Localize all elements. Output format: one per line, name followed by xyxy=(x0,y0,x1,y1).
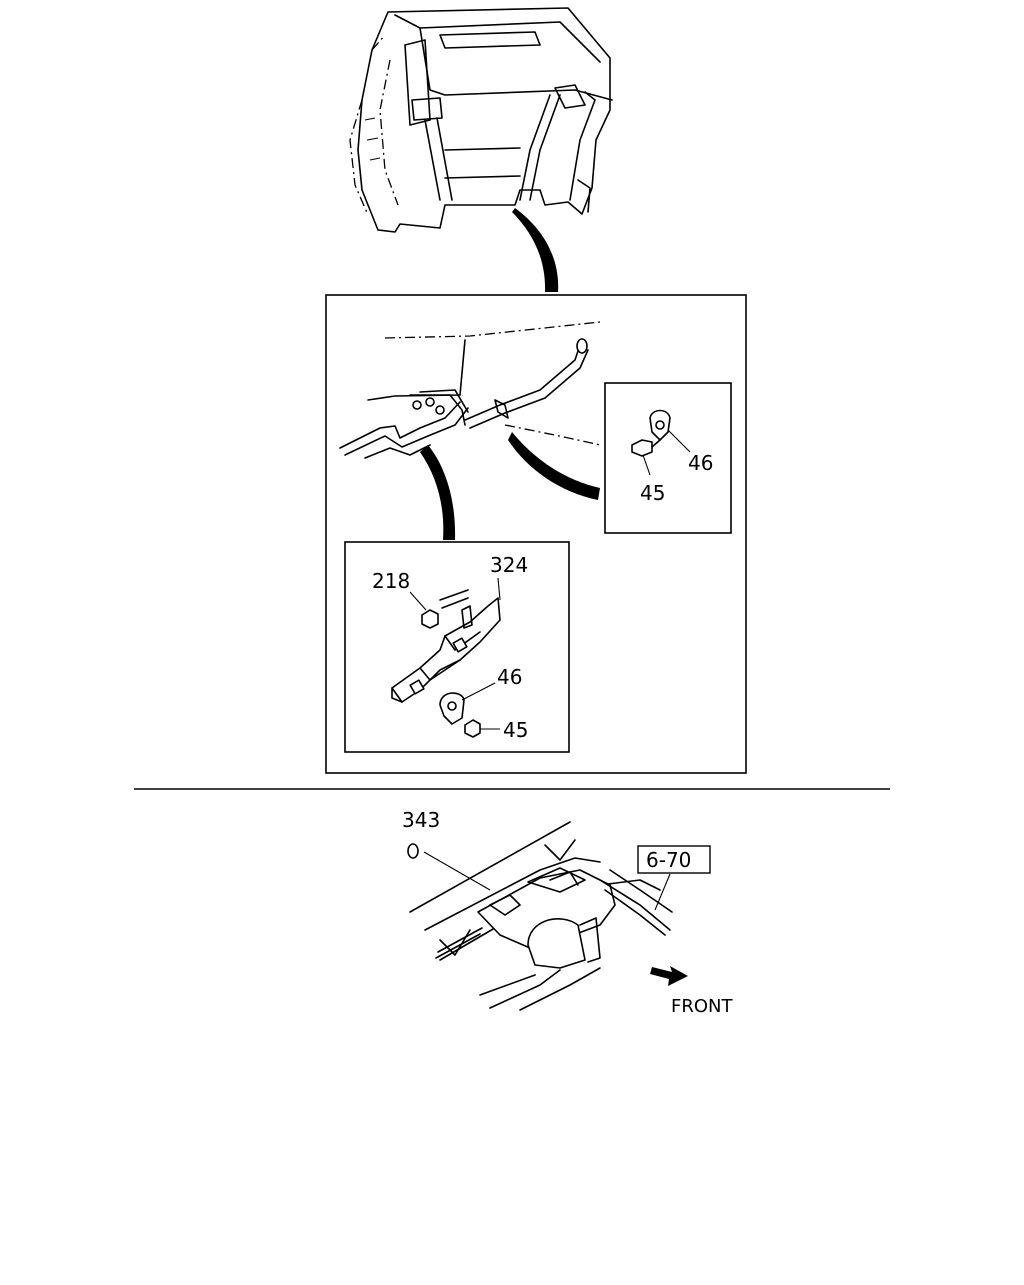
bracket-detail xyxy=(391,577,501,738)
detail-pointer xyxy=(512,208,559,292)
clip-detail xyxy=(631,409,691,476)
callout-343: 343 xyxy=(402,808,440,832)
locator-view xyxy=(407,821,673,1011)
front-label: FRONT xyxy=(671,996,733,1017)
bracket-pointer xyxy=(420,445,456,540)
bracket-inset-frame xyxy=(344,541,570,753)
callout-218: 218 xyxy=(372,569,410,593)
callout-45-clip: 45 xyxy=(503,718,528,742)
harness-bracket-view xyxy=(339,321,601,459)
ref-box-6-70 xyxy=(637,845,711,874)
ref-6-70-label: 6-70 xyxy=(646,848,691,872)
callout-46-clip: 46 xyxy=(497,665,522,689)
callout-324: 324 xyxy=(490,553,528,577)
clip-pointer xyxy=(508,432,600,500)
callout-45-detail: 45 xyxy=(640,481,665,505)
detail-frame xyxy=(325,294,747,774)
callout-46-detail: 46 xyxy=(688,451,713,475)
clip-inset-frame xyxy=(604,382,732,534)
front-arrow-icon xyxy=(650,966,688,986)
console-assembly xyxy=(349,7,613,233)
